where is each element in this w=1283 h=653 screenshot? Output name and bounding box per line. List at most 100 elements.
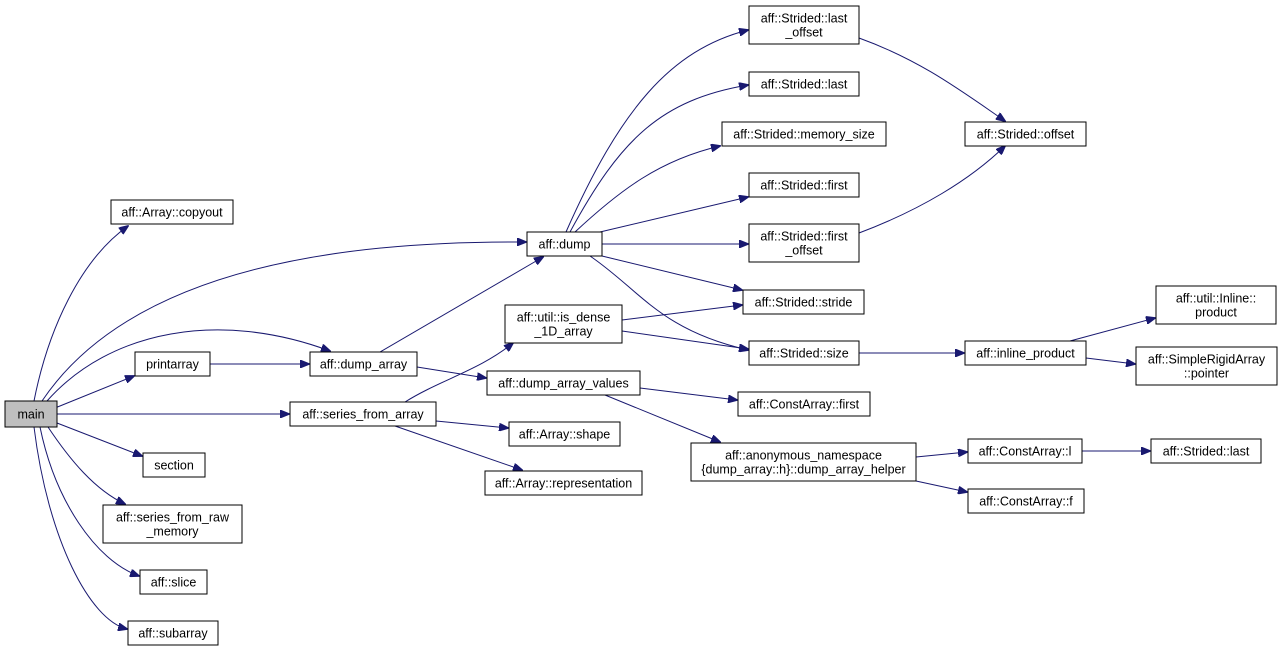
node-label: aff::Strided::first xyxy=(760,179,848,193)
node-box[interactable] xyxy=(964,340,1087,366)
node-label: aff::util::is_dense xyxy=(517,311,611,325)
node-is-dense-1D-array[interactable]: aff::util::is_dense_1D_array xyxy=(504,304,623,344)
node-constarray-first[interactable]: aff::ConstArray::first xyxy=(737,391,871,417)
node-label: aff::Strided::offset xyxy=(977,128,1075,142)
node-section[interactable]: section xyxy=(142,452,206,478)
node-label: aff::Array::representation xyxy=(495,477,632,491)
edge-inline_product-to-util_inline_product xyxy=(1069,318,1155,342)
node-box[interactable] xyxy=(134,351,211,377)
node-box[interactable] xyxy=(721,121,887,147)
edge-inline_product-to-simplerigidarray_pointer xyxy=(1085,357,1135,364)
node-box[interactable] xyxy=(486,370,641,396)
node-box[interactable] xyxy=(289,401,437,427)
node-strided-last-b[interactable]: aff::Strided::last xyxy=(1150,438,1262,464)
node-box[interactable] xyxy=(102,504,243,544)
edge-main-to-series_from_raw_memory xyxy=(47,426,125,504)
node-box[interactable] xyxy=(508,421,621,447)
node-box[interactable] xyxy=(737,391,871,417)
node-box[interactable] xyxy=(4,400,58,428)
edge-dump-to-strided_last_a xyxy=(569,85,748,233)
node-array-representation[interactable]: aff::Array::representation xyxy=(484,470,643,496)
node-constarray-f[interactable]: aff::ConstArray::f xyxy=(967,488,1085,514)
node-box[interactable] xyxy=(742,289,865,315)
node-series-from-raw-memory[interactable]: aff::series_from_raw_memory xyxy=(102,504,243,544)
node-box[interactable] xyxy=(484,470,643,496)
edge-strided_last_offset-to-strided_offset xyxy=(858,37,1005,121)
node-box[interactable] xyxy=(139,569,208,595)
edge-series_from_array-to-is_dense_1D_array xyxy=(404,343,513,403)
node-util-inline-product[interactable]: aff::util::Inline::product xyxy=(1155,285,1277,325)
node-series-from-array[interactable]: aff::series_from_array xyxy=(289,401,437,427)
node-label: aff::slice xyxy=(151,576,197,590)
node-label: section xyxy=(154,459,194,473)
node-label: aff::Strided::memory_size xyxy=(733,128,875,142)
node-label: _1D_array xyxy=(533,325,593,339)
node-dump[interactable]: aff::dump xyxy=(526,231,603,257)
node-label: aff::ConstArray::f xyxy=(979,495,1073,509)
node-box[interactable] xyxy=(748,172,860,198)
edge-main-to-printarray xyxy=(54,376,134,409)
node-strided-size[interactable]: aff::Strided::size xyxy=(748,340,860,366)
node-label: aff::series_from_raw xyxy=(116,511,230,525)
edge-dump-to-strided_first xyxy=(599,197,748,233)
node-copyout[interactable]: aff::Array::copyout xyxy=(110,199,234,225)
node-label: aff::Strided::last xyxy=(1163,445,1250,459)
node-strided-memory-size[interactable]: aff::Strided::memory_size xyxy=(721,121,887,147)
node-box[interactable] xyxy=(964,121,1087,147)
node-label: aff::anonymous_namespace xyxy=(725,449,882,463)
node-strided-offset[interactable]: aff::Strided::offset xyxy=(964,121,1087,147)
node-label: main xyxy=(17,408,44,422)
node-strided-first[interactable]: aff::Strided::first xyxy=(748,172,860,198)
edge-layer xyxy=(33,30,1155,629)
node-box[interactable] xyxy=(690,442,917,482)
edge-is_dense_1D_array-to-strided_size xyxy=(621,330,748,349)
node-box[interactable] xyxy=(967,438,1083,464)
node-layer: main aff::Array::copyoutaff::dumpaff::dum… xyxy=(4,5,1278,646)
node-box[interactable] xyxy=(748,223,860,263)
node-strided-last-a[interactable]: aff::Strided::last xyxy=(748,71,860,97)
node-box[interactable] xyxy=(110,199,234,225)
node-box[interactable] xyxy=(142,452,206,478)
edge-strided_first_offset-to-strided_offset xyxy=(858,146,1005,234)
node-inline-product[interactable]: aff::inline_product xyxy=(964,340,1087,366)
edge-series_from_array-to-array_representation xyxy=(394,425,522,470)
node-printarray[interactable]: printarray xyxy=(134,351,211,377)
node-simplerigidarray-pointer[interactable]: aff::SimpleRigidArray::pointer xyxy=(1135,346,1278,386)
node-label: aff::ConstArray::l xyxy=(979,445,1072,459)
node-box[interactable] xyxy=(309,351,418,377)
node-strided-first-offset[interactable]: aff::Strided::first_offset xyxy=(748,223,860,263)
node-strided-stride[interactable]: aff::Strided::stride xyxy=(742,289,865,315)
node-subarray[interactable]: aff::subarray xyxy=(127,620,219,646)
edge-dump_array-to-dump xyxy=(379,257,543,353)
node-box[interactable] xyxy=(967,488,1085,514)
edge-dump-to-strided_stride xyxy=(601,255,742,290)
edge-dump-to-strided_last_offset xyxy=(565,30,748,233)
node-array-shape[interactable]: aff::Array::shape xyxy=(508,421,621,447)
node-box[interactable] xyxy=(748,5,860,45)
edge-dump_array_helper-to-constarray_l xyxy=(915,452,967,458)
node-dump-array[interactable]: aff::dump_array xyxy=(309,351,418,377)
edge-dump_array-to-dump_array_values xyxy=(416,366,486,378)
edge-main-to-subarray xyxy=(33,426,127,629)
node-box[interactable] xyxy=(1155,285,1277,325)
node-box[interactable] xyxy=(504,304,623,344)
node-label: aff::inline_product xyxy=(976,347,1075,361)
node-box[interactable] xyxy=(1150,438,1262,464)
node-label: aff::Strided::first xyxy=(760,230,848,244)
node-box[interactable] xyxy=(526,231,603,257)
node-box[interactable] xyxy=(748,71,860,97)
node-box[interactable] xyxy=(748,340,860,366)
node-box[interactable] xyxy=(1135,346,1278,386)
node-main[interactable]: main xyxy=(4,400,58,428)
node-dump-array-values[interactable]: aff::dump_array_values xyxy=(486,370,641,396)
edge-main-to-section xyxy=(56,422,142,456)
node-label: aff::dump_array xyxy=(320,358,408,372)
node-constarray-l[interactable]: aff::ConstArray::l xyxy=(967,438,1083,464)
node-dump-array-helper[interactable]: aff::anonymous_namespace{dump_array::h}:… xyxy=(690,442,917,482)
node-slice[interactable]: aff::slice xyxy=(139,569,208,595)
edge-main-to-dump_array xyxy=(46,329,330,402)
node-strided-last-offset[interactable]: aff::Strided::last_offset xyxy=(748,5,860,45)
node-box[interactable] xyxy=(127,620,219,646)
edge-main-to-dump xyxy=(41,242,526,402)
